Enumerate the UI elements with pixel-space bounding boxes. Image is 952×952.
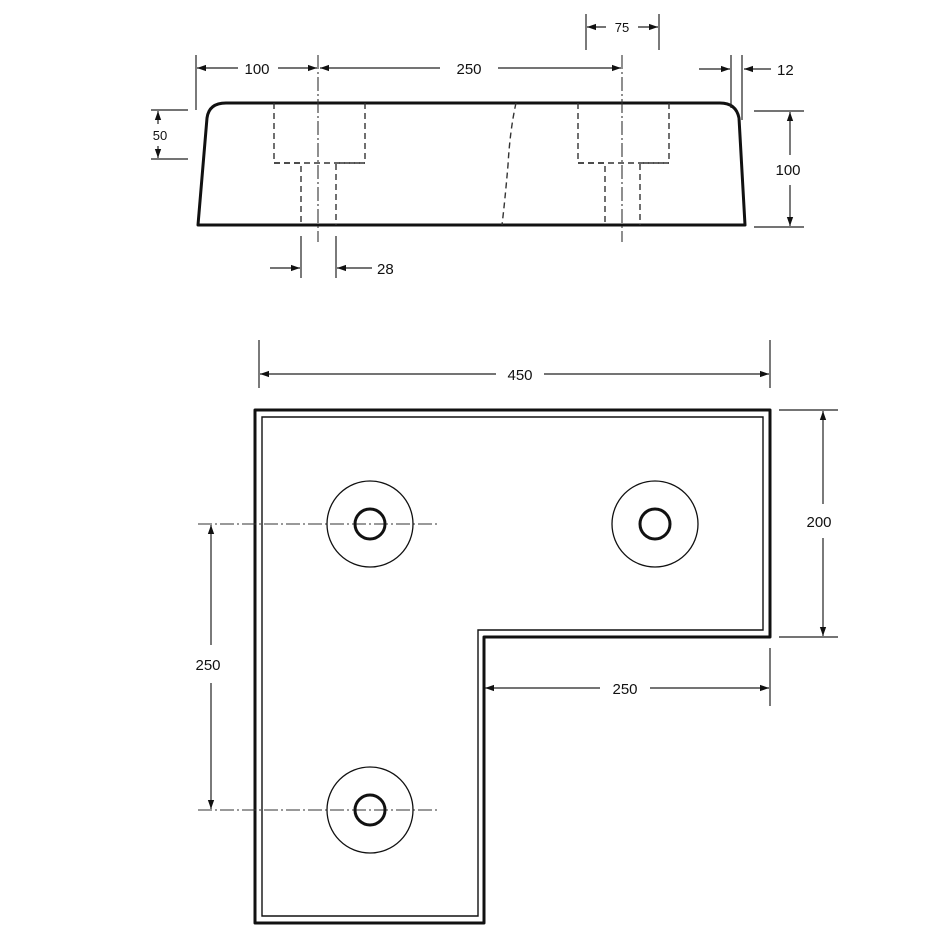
dim-plan-overall-length: 450: [260, 367, 769, 384]
dim-label-plan-hole-spacing: 250: [195, 657, 220, 674]
dim-label-side-hole-spacing: 250: [456, 61, 481, 78]
side-hidden-right-hole: [577, 103, 670, 225]
dim-side-height: 100: [775, 112, 801, 226]
dim-label-plan-overall-length: 450: [507, 367, 532, 384]
side-elevation-view: 100 250 75 12 50 100: [151, 14, 804, 278]
plan-outline-outer: [253, 408, 772, 925]
dim-label-side-cb-depth: 50: [153, 128, 167, 143]
side-break-line: [501, 102, 517, 226]
dim-label-side-hole: 28: [377, 261, 394, 278]
plan-hole-top-right: [611, 480, 699, 568]
dim-side-hole-spacing: 250: [320, 61, 621, 78]
dim-side-left-end: 100: [197, 61, 317, 78]
dim-label-plan-arm-width: 200: [806, 514, 831, 531]
dim-plan-arm-width: 200: [806, 411, 832, 636]
dim-side-chamfer: 12: [699, 62, 794, 79]
plan-hole-top-left: [326, 480, 414, 568]
dim-label-plan-leg-length: 250: [612, 681, 637, 698]
side-body-outline: [196, 101, 747, 227]
plan-view: 450 200 250 250: [195, 340, 838, 925]
dim-side-cb-depth: 50: [153, 111, 167, 158]
dim-label-side-height: 100: [775, 162, 800, 179]
dim-label-side-chamfer: 12: [777, 62, 794, 79]
dim-side-hole: 28: [270, 261, 394, 278]
dim-plan-leg-length: 250: [485, 681, 769, 698]
plan-hole-bottom-left: [326, 766, 414, 854]
dim-label-side-left-end: 100: [244, 61, 269, 78]
plan-outline-inner: [261, 416, 764, 917]
side-hidden-left-hole: [273, 103, 366, 225]
dim-plan-hole-spacing: 250: [195, 525, 221, 809]
dim-side-counterbore: 75: [587, 20, 658, 35]
dim-label-side-counterbore: 75: [615, 20, 629, 35]
